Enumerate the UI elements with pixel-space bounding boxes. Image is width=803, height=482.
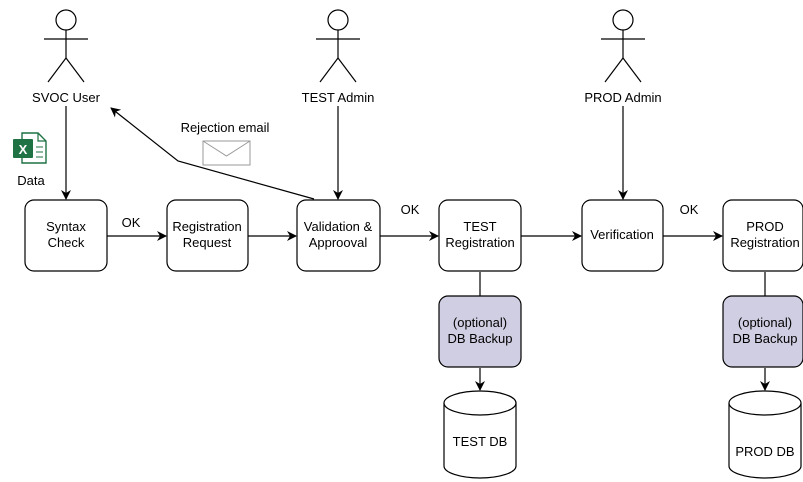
svoc-user-icon <box>44 9 88 83</box>
svoc-user-actor: SVOC User <box>32 9 101 105</box>
registration-request-node[interactable]: Registration Request <box>166 199 249 272</box>
test-db-label: TEST DB <box>453 434 508 449</box>
validation-approval-label-1: Validation & <box>304 219 373 234</box>
prod-admin-label: PROD Admin <box>584 90 661 105</box>
edge-rejection <box>110 107 315 200</box>
test-registration-label-2: Registration <box>445 235 514 250</box>
prod-admin-actor: PROD Admin <box>584 9 662 105</box>
prod-registration-node[interactable]: PROD Registration <box>722 199 803 272</box>
envelope-icon <box>202 140 251 166</box>
validation-approval-node[interactable]: Validation & Approoval <box>296 199 381 272</box>
test-admin-icon <box>316 9 360 83</box>
prod-db-cylinder[interactable]: PROD DB <box>728 390 802 479</box>
ok-label-2: OK <box>401 202 420 217</box>
validation-approval-label-2: Approoval <box>309 235 368 250</box>
edges <box>61 106 770 391</box>
registration-request-label-2: Request <box>183 235 232 250</box>
prod-db-backup-node[interactable]: (optional) DB Backup <box>722 295 803 368</box>
ok-label-1: OK <box>122 215 141 230</box>
verification-label: Verification <box>590 227 654 242</box>
svg-text:X: X <box>19 142 28 157</box>
test-admin-actor: TEST Admin <box>302 9 375 105</box>
verification-node[interactable]: Verification <box>581 199 664 272</box>
prod-registration-label-1: PROD <box>746 219 784 234</box>
syntax-check-label-1: Syntax <box>46 219 86 234</box>
prod-admin-icon <box>601 9 645 83</box>
test-registration-label-1: TEST <box>463 219 496 234</box>
ok-label-3: OK <box>680 202 699 217</box>
svoc-user-label: SVOC User <box>32 90 101 105</box>
registration-request-label-1: Registration <box>172 219 241 234</box>
test-registration-node[interactable]: TEST Registration <box>438 199 522 272</box>
rejection-email-label: Rejection email <box>181 120 270 135</box>
test-db-backup-node[interactable]: (optional) DB Backup <box>438 295 522 368</box>
data-label: Data <box>17 173 45 188</box>
prod-registration-label-2: Registration <box>730 235 799 250</box>
prod-db-label: PROD DB <box>735 444 794 459</box>
test-backup-label-1: (optional) <box>453 315 507 330</box>
syntax-check-label-2: Check <box>48 235 85 250</box>
test-admin-label: TEST Admin <box>302 90 375 105</box>
prod-backup-label-2: DB Backup <box>732 331 797 346</box>
syntax-check-node[interactable]: Syntax Check <box>24 199 108 272</box>
test-backup-label-2: DB Backup <box>447 331 512 346</box>
prod-backup-label-1: (optional) <box>738 315 792 330</box>
test-db-cylinder[interactable]: TEST DB <box>443 390 517 479</box>
excel-data-icon: X <box>13 132 47 164</box>
